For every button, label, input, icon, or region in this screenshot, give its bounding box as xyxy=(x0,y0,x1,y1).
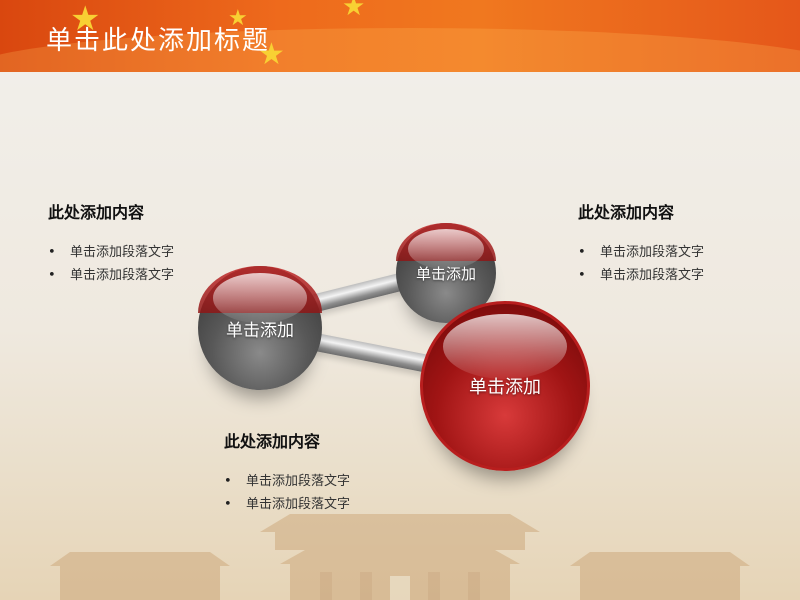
palace-background-image xyxy=(50,514,750,600)
sphere-label: 单击添加 xyxy=(469,377,541,398)
list-item[interactable]: 单击添加段落文字 xyxy=(48,241,288,264)
bullet-list: 单击添加段落文字 单击添加段落文字 xyxy=(48,241,288,287)
star-icon: ★ xyxy=(70,0,101,39)
sphere-label: 单击添加 xyxy=(415,264,476,283)
sphere-gloss xyxy=(408,229,484,269)
sphere-label: 单击添加 xyxy=(226,320,294,341)
bullet-list: 单击添加段落文字 单击添加段落文字 xyxy=(578,241,800,287)
list-item[interactable]: 单击添加段落文字 xyxy=(48,264,288,287)
list-item[interactable]: 单击添加段落文字 xyxy=(224,470,464,493)
star-icon: ★ xyxy=(258,37,285,72)
sphere-node-big[interactable]: 单击添加 xyxy=(420,301,590,471)
block-heading[interactable]: 此处添加内容 xyxy=(578,203,675,222)
list-item[interactable]: 单击添加段落文字 xyxy=(578,241,800,264)
block-heading[interactable]: 此处添加内容 xyxy=(48,203,145,222)
bullet-list: 单击添加段落文字 单击添加段落文字 xyxy=(224,470,464,516)
sphere-gloss xyxy=(212,273,308,324)
sphere-gloss xyxy=(442,313,568,380)
list-item[interactable]: 单击添加段落文字 xyxy=(578,264,800,287)
star-icon: ★ xyxy=(228,6,248,31)
list-item[interactable]: 单击添加段落文字 xyxy=(224,493,464,516)
content-block-bottom[interactable]: 此处添加内容 单击添加段落文字 单击添加段落文字 xyxy=(224,428,464,516)
block-heading[interactable]: 此处添加内容 xyxy=(224,432,321,451)
slide-header-banner: ★ ★ ★ ★ 单击此处添加标题 xyxy=(0,0,800,72)
star-icon: ★ xyxy=(342,0,366,22)
slide-title[interactable]: 单击此处添加标题 xyxy=(46,26,271,56)
content-block-left[interactable]: 此处添加内容 单击添加段落文字 单击添加段落文字 xyxy=(48,199,288,287)
sphere-node-left[interactable]: 单击添加 xyxy=(198,266,322,390)
content-block-right[interactable]: 此处添加内容 单击添加段落文字 单击添加段落文字 xyxy=(578,199,800,287)
